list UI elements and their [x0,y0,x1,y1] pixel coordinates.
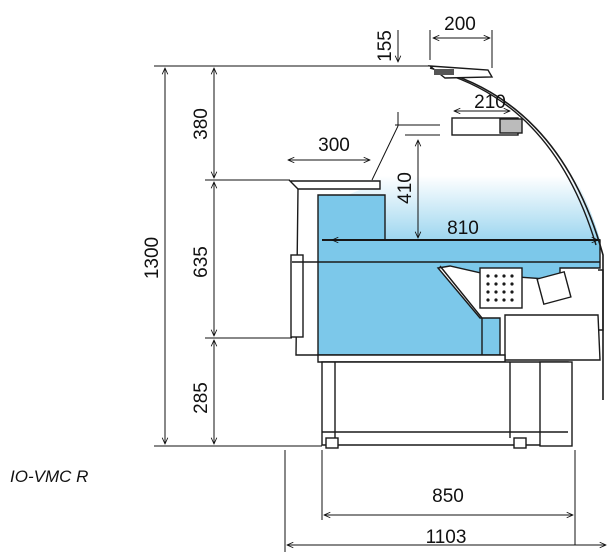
curved-glass [429,67,604,400]
dimension-lines [154,30,606,552]
display-case [288,65,604,449]
dim-810: 810 [447,218,479,239]
glass-area [335,70,600,262]
curved-glass-inner [442,72,597,246]
dim-635: 635 [191,246,212,278]
rear-wall [295,188,318,356]
dim-300: 300 [318,135,350,156]
front-base [504,314,601,361]
dim-1300: 1300 [142,237,163,279]
foot-left [325,437,339,449]
dim-850: 850 [432,486,464,507]
front-slope [439,265,483,355]
foot-right [513,437,527,449]
dim-285: 285 [191,382,212,414]
dim-1103: 1103 [426,527,467,548]
dim-210: 210 [474,92,506,113]
dim-200: 200 [444,14,476,35]
base-front-panel [539,361,573,447]
dim-410: 410 [395,172,416,204]
bottom-lip [317,354,506,363]
dim-380: 380 [191,108,212,140]
upper-shelf [288,180,381,190]
dim-155: 155 [375,30,396,62]
model-label: IO-VMC R [10,467,88,486]
canopy-light [434,69,454,75]
rear-handle [290,254,304,338]
lamp-fixture [499,118,523,134]
vent-grid [479,267,523,309]
fan-housing [536,270,572,306]
